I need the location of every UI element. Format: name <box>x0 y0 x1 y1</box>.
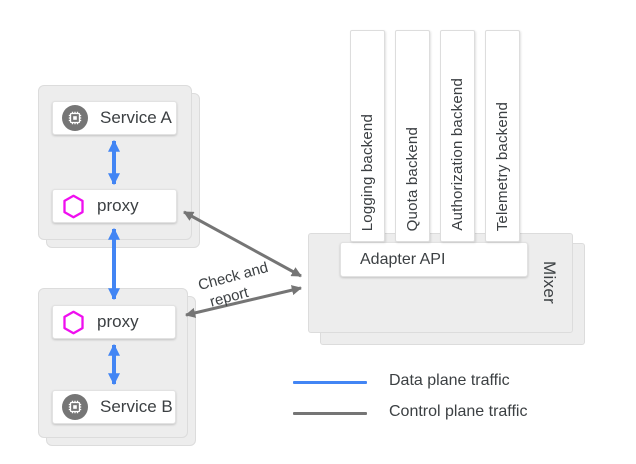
legend-control-plane-line <box>293 412 367 415</box>
service-b-node: Service B <box>52 390 176 424</box>
proxy-a-label: proxy <box>97 196 139 215</box>
proxy-b-label: proxy <box>97 312 139 331</box>
service-b-label: Service B <box>100 397 173 416</box>
service-chip-icon <box>62 394 88 420</box>
telemetry-backend-bar: Telemetry backend <box>485 30 520 242</box>
adapter-api-node: Adapter API <box>340 242 528 277</box>
proxy-hexagon-icon <box>62 194 85 219</box>
legend-data-plane-label: Data plane traffic <box>389 372 510 389</box>
mixer-label: Mixer <box>540 261 559 305</box>
check-and-report-label: Check and report <box>196 259 271 311</box>
service-a-label: Service A <box>100 108 172 127</box>
authorization-backend-label: Authorization backend <box>449 78 466 231</box>
proxy-b-node: proxy <box>52 305 176 339</box>
legend-control-plane-label: Control plane traffic <box>389 403 528 420</box>
proxy-a-node: proxy <box>52 189 177 223</box>
proxy-hexagon-icon <box>62 310 85 335</box>
service-a-node: Service A <box>52 101 177 135</box>
authorization-backend-bar: Authorization backend <box>440 30 475 242</box>
service-chip-icon <box>62 105 88 131</box>
logging-backend-label: Logging backend <box>359 113 376 231</box>
adapter-api-label: Adapter API <box>360 250 446 268</box>
logging-backend-bar: Logging backend <box>350 30 385 242</box>
quota-backend-bar: Quota backend <box>395 30 430 242</box>
legend-data-plane-line <box>293 381 367 384</box>
quota-backend-label: Quota backend <box>404 126 421 231</box>
telemetry-backend-label: Telemetry backend <box>494 101 511 231</box>
